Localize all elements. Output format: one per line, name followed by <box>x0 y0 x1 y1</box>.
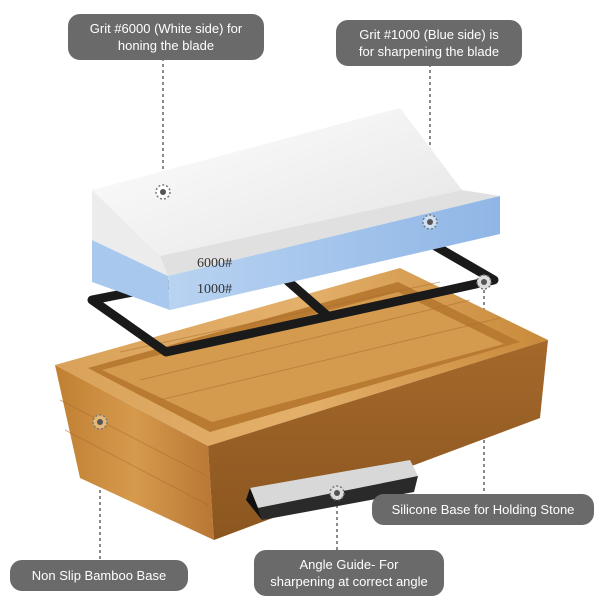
stone-blue-side <box>168 196 500 310</box>
callout-white-side-line1: Grit #6000 (White side) for <box>89 21 243 36</box>
marker-blue-side <box>422 214 438 230</box>
stone-white-front <box>92 190 168 276</box>
marker-silicone-base <box>476 274 492 290</box>
callout-silicone-base: Silicone Base for Holding Stone <box>372 494 594 525</box>
callout-blue-side: Grit #1000 (Blue side) is for sharpening… <box>336 20 522 66</box>
callout-angle-guide-line2: sharpening at correct angle <box>270 574 428 589</box>
marker-bamboo-base <box>92 414 108 430</box>
bamboo-base-front <box>55 365 214 540</box>
callout-white-side: Grit #6000 (White side) for honing the b… <box>68 14 264 60</box>
stone-mark-6000: 6000# <box>197 256 232 271</box>
marker-white-side <box>155 184 171 200</box>
stone-white-top <box>92 108 462 256</box>
callout-silicone-base-line1: Silicone Base for Holding Stone <box>391 502 575 517</box>
whetstone <box>92 108 500 310</box>
stone-blue-front <box>92 240 170 310</box>
callout-angle-guide-line1: Angle Guide- For <box>299 557 399 572</box>
marker-angle-guide <box>329 485 345 501</box>
callout-angle-guide: Angle Guide- For sharpening at correct a… <box>254 550 444 596</box>
callout-blue-side-line2: for sharpening the blade <box>358 44 500 59</box>
bamboo-base <box>55 268 548 540</box>
stone-mark-1000: 1000# <box>197 282 232 297</box>
callout-bamboo-base-line1: Non Slip Bamboo Base <box>31 568 167 583</box>
callout-bamboo-base: Non Slip Bamboo Base <box>10 560 188 591</box>
callout-white-side-line2: honing the blade <box>117 38 215 53</box>
stone-white-side <box>160 190 500 276</box>
callout-blue-side-line1: Grit #1000 (Blue side) is <box>359 27 499 42</box>
callout-markers <box>92 184 492 501</box>
